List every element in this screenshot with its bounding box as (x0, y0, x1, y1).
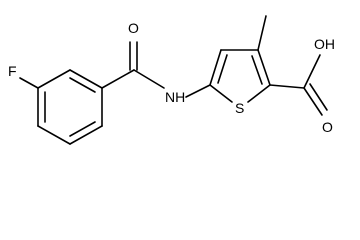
thiophene-inner-bond-c5-c4 (217, 54, 228, 84)
molecule-canvas: F O NH S OH O (8, 15, 335, 145)
carboxyl-oxygen-label: O (322, 119, 333, 135)
carboxyl-double-bond-b (309, 83, 328, 111)
thiophene-ring (209, 49, 271, 103)
thiophene-inner-bond-c3-c2 (251, 55, 263, 85)
carboxyl-double-bond-a (303, 87, 323, 116)
benzene-bond-1 (69, 69, 103, 89)
hydroxyl-label: OH (314, 36, 335, 52)
n-thiophene-bond (185, 84, 211, 98)
benzene-bond-2 (37, 69, 71, 89)
benzene-bond-5 (69, 125, 103, 145)
thiophene-bond-c3-c2 (257, 49, 271, 86)
c-f-bond (19, 77, 39, 89)
thiophene-sulfur-label: S (235, 100, 244, 116)
aryl-carbonyl-bond (101, 69, 135, 89)
thiophene-bond-c5-c4 (209, 49, 222, 86)
benzene-bond-4 (37, 125, 71, 145)
carboxyl-oh-bond (303, 54, 321, 89)
thiophene-bond-c2-s (247, 84, 271, 103)
methyl-bond (257, 15, 267, 51)
structure-diagram: F O NH S OH O (8, 15, 335, 145)
amide-nh-label: NH (165, 89, 185, 105)
carbonyl-oxygen-label: O (128, 20, 139, 36)
benzene-ring (37, 69, 103, 145)
benzene-inner-bond-1 (69, 77, 96, 93)
benzene-inner-bond-3 (69, 121, 96, 137)
fluorine-label: F (8, 63, 17, 79)
thiophene-bond-s-c5 (209, 84, 233, 103)
ring-carboxyl-bond (269, 84, 305, 89)
carbonyl-n-bond (133, 69, 165, 89)
